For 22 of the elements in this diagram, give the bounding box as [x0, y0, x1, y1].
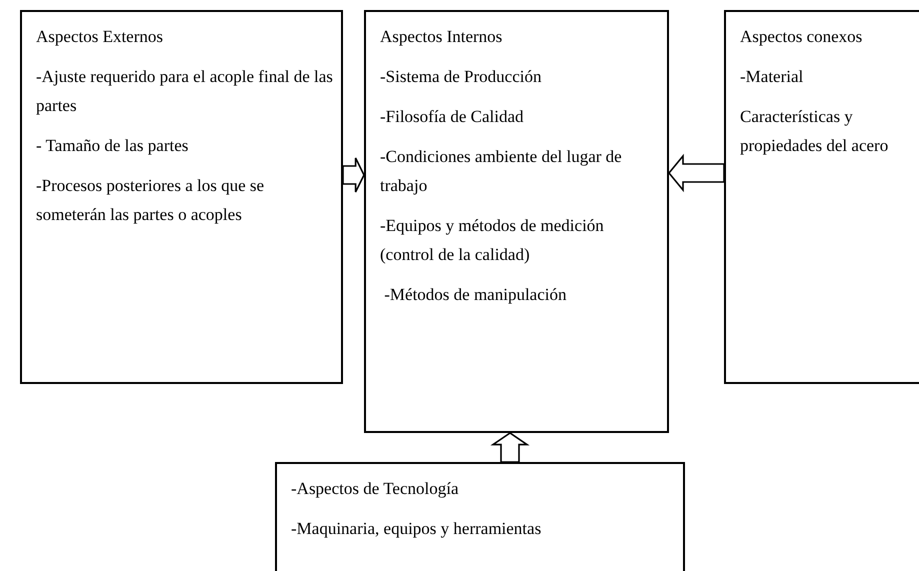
- text-box: [364, 10, 669, 433]
- list-item: -Procesos posteriores a los que se someterán las partes o acoples: [36, 175, 266, 226]
- list-item: -Sistema de Producción: [380, 66, 542, 88]
- block-arrow: [490, 432, 530, 463]
- box-heading: Aspectos conexos: [740, 26, 864, 48]
- list-item: -Material: [740, 66, 804, 88]
- box-heading: -Aspectos de Tecnología: [291, 478, 460, 500]
- list-item: -Equipos y métodos de medición (control de la calidad): [380, 215, 605, 266]
- block-arrow: [342, 157, 365, 193]
- list-item: - Tamaño de las partes: [36, 135, 190, 157]
- list-item: -Ajuste requerido para el acople final de las partes: [36, 66, 333, 117]
- list-item: -Filosofía de Calidad: [380, 106, 525, 128]
- list-item: -Condiciones ambiente del lugar de trabajo: [380, 146, 623, 197]
- list-item: Características y propiedades del acero: [740, 106, 890, 157]
- box-heading: Aspectos Externos: [36, 26, 164, 48]
- text-box: [724, 10, 919, 384]
- text-box: [275, 462, 685, 571]
- block-arrow: [668, 154, 725, 192]
- list-item: -Maquinaria, equipos y herramientas: [291, 518, 542, 540]
- text-box: [20, 10, 343, 384]
- list-item: -Métodos de manipulación: [383, 284, 568, 306]
- box-heading: Aspectos Internos: [380, 26, 504, 48]
